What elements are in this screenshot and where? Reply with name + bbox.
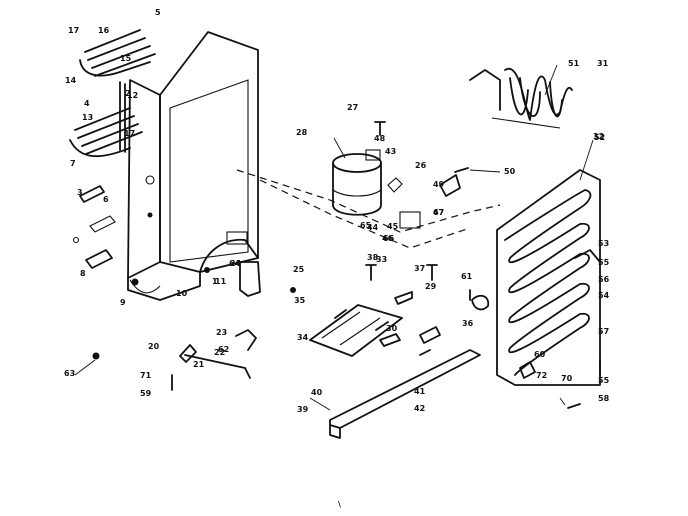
callout: 11 bbox=[215, 277, 227, 286]
left-brackets bbox=[72, 185, 139, 286]
callout: 30 bbox=[386, 324, 398, 333]
callout-labels: 1 2 3 4 5 6 7 8 9 10 11 12 13 14 15 16 1… bbox=[64, 8, 610, 509]
callout: 50 bbox=[504, 167, 516, 176]
callout: 70 bbox=[561, 374, 573, 383]
callout: 53 bbox=[598, 239, 609, 248]
callout: 44 bbox=[367, 223, 379, 232]
callout: 47 bbox=[433, 208, 444, 217]
refrigerant-lines bbox=[236, 169, 501, 249]
callout: 51 bbox=[568, 59, 580, 68]
callout: 2 bbox=[125, 89, 131, 98]
small-parts bbox=[92, 167, 601, 379]
condenser-coil bbox=[469, 67, 573, 129]
callout: 40 bbox=[311, 388, 323, 397]
fasteners bbox=[171, 121, 601, 409]
callout: 71 bbox=[140, 371, 152, 380]
callout: 42 bbox=[414, 404, 425, 413]
callout: 63 bbox=[64, 369, 75, 378]
callout: 24 bbox=[230, 259, 242, 268]
callout: 49 bbox=[433, 180, 445, 189]
callout: 31 bbox=[597, 59, 609, 68]
callout: 43 bbox=[385, 147, 396, 156]
callout: 8 bbox=[80, 269, 86, 278]
callout: 26 bbox=[415, 161, 427, 170]
callout: 29 bbox=[425, 282, 437, 291]
callout: 59 bbox=[140, 389, 152, 398]
callout: 33 bbox=[376, 255, 387, 264]
callout: 65 bbox=[360, 221, 372, 230]
callout: 9 bbox=[120, 298, 126, 307]
callout: 4 bbox=[84, 99, 90, 108]
callout: 72 bbox=[536, 371, 547, 380]
callout: 15 bbox=[120, 54, 132, 63]
callout: 48 bbox=[374, 134, 386, 143]
callout: 56 bbox=[598, 275, 610, 284]
callout: 36 bbox=[462, 319, 474, 328]
compressor bbox=[332, 149, 421, 229]
callout: 61 bbox=[461, 272, 473, 281]
callout: 39 bbox=[297, 405, 309, 414]
callout: 3 bbox=[77, 188, 83, 197]
callout: 23 bbox=[216, 328, 227, 337]
bottom-rail bbox=[329, 349, 481, 439]
base-mount-frame bbox=[309, 304, 403, 357]
callout: 37 bbox=[414, 264, 425, 273]
callout: 57 bbox=[598, 327, 609, 336]
callout: 62 bbox=[218, 345, 229, 354]
callout: 27 bbox=[347, 103, 358, 112]
callout: 28 bbox=[296, 128, 308, 137]
callout: 13 bbox=[82, 113, 93, 122]
leader-lines bbox=[74, 64, 594, 411]
callout: 12 bbox=[127, 91, 138, 100]
callout: 14 bbox=[65, 76, 77, 85]
callout: 67 bbox=[433, 208, 444, 217]
callout: 35 bbox=[294, 296, 306, 305]
callout: 5 bbox=[155, 8, 161, 17]
callout: 34 bbox=[297, 333, 309, 342]
callout: 46 bbox=[382, 234, 394, 243]
callout: 17 bbox=[68, 26, 79, 35]
footer-mark: \ bbox=[338, 500, 341, 509]
callout: 22 bbox=[214, 348, 225, 357]
callout: 6 bbox=[103, 195, 109, 204]
callout: 20 bbox=[148, 342, 160, 351]
callout: 41 bbox=[414, 387, 426, 396]
callout: 32 bbox=[593, 132, 604, 141]
callout: 52 bbox=[594, 133, 605, 142]
upper-rack-assembly bbox=[69, 29, 156, 158]
callout: 55 bbox=[598, 258, 610, 267]
callout: 10 bbox=[176, 289, 188, 298]
callout: 17 bbox=[124, 129, 135, 138]
callout: 58 bbox=[598, 394, 610, 403]
callout: 55 bbox=[598, 376, 610, 385]
callout: 21 bbox=[193, 360, 205, 369]
cabinet-liner bbox=[127, 31, 259, 301]
callout: 66 bbox=[383, 234, 395, 243]
callout: 54 bbox=[598, 291, 610, 300]
callout: 7 bbox=[70, 159, 76, 168]
callout: 64 bbox=[229, 259, 241, 268]
callout: 45 bbox=[387, 222, 399, 231]
callout: 38 bbox=[367, 253, 379, 262]
callout: 25 bbox=[293, 265, 305, 274]
callout: 16 bbox=[98, 26, 110, 35]
condenser-grid bbox=[496, 169, 601, 386]
callout: 60 bbox=[534, 350, 546, 359]
callout: 1 bbox=[212, 277, 218, 286]
